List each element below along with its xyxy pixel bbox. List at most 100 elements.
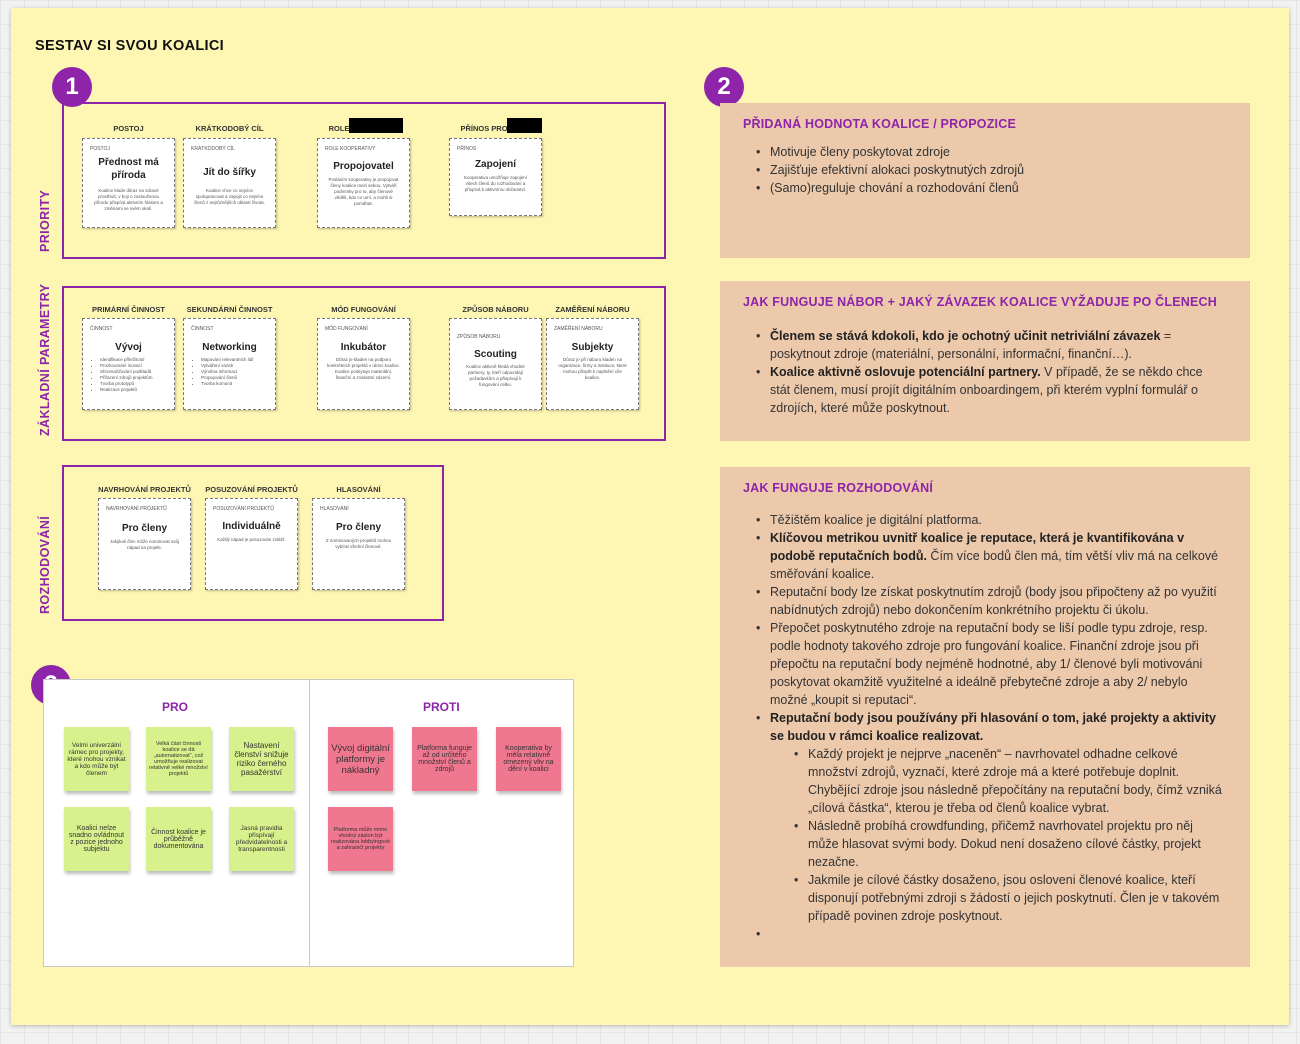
card-head: SEKUNDÁRNÍ ČINNOST xyxy=(186,305,273,314)
card-head: MÓD FUNGOVÁNÍ xyxy=(331,305,396,314)
panel-proposition: PŘIDANÁ HODNOTA KOALICE / PROPOZICE Moti… xyxy=(720,103,1250,258)
redaction-bar xyxy=(349,118,403,133)
decision-label: ROZHODOVÁNÍ xyxy=(38,515,52,614)
card-hlasovani[interactable]: HLASOVÁNÍ Pro členy Z nominovaných proje… xyxy=(312,498,405,590)
panel-heading: PŘIDANÁ HODNOTA KOALICE / PROPOZICE xyxy=(743,117,1016,131)
card-title: Networking xyxy=(202,342,257,353)
card-list-item: Prozkoumání inovací xyxy=(100,363,165,369)
panel-list-item: Reputační body jsou používány při hlasov… xyxy=(756,709,1224,745)
card-title: Jít do šířky xyxy=(203,167,256,178)
card-posuzovani[interactable]: POSUZOVÁNÍ PROJEKTŮ Individuálně Každý n… xyxy=(205,498,298,590)
card-list-item: Identifikace příležitostí xyxy=(100,357,165,363)
pro-sticky[interactable]: Velmi univerzální rámec pro projekty, kt… xyxy=(64,727,129,791)
panel-list: Motivuje členy poskytovat zdrojeZajišťuj… xyxy=(756,143,1224,197)
card-list-item: Propojování členů xyxy=(201,375,266,381)
pro-sticky[interactable]: Velká část činnosti koalice se dá „autom… xyxy=(146,727,211,791)
card-label: PŘÍNOS xyxy=(457,146,477,152)
card-desc: Každý nápad je posuzován zvlášť. xyxy=(217,537,286,542)
card-title: Vývoj xyxy=(115,342,142,353)
panel-list-item: Členem se stává kdokoli, kdo je ochotný … xyxy=(756,327,1224,363)
pros-cons-board: PRO PROTI Velmi univerzální rámec pro pr… xyxy=(43,679,574,967)
card-head: ZAMĚŘENÍ NÁBORU xyxy=(555,305,630,314)
card-zamereni-naboru[interactable]: ZAMĚŘENÍ NÁBORU Subjekty Důraz je při ná… xyxy=(546,318,639,410)
card-desc: Koalice klade důraz na zdravé prostředí,… xyxy=(94,188,163,211)
pro-sticky[interactable]: Jasná pravidla přispívají předvídatelnos… xyxy=(229,807,294,871)
card-label: NAVRHOVÁNÍ PROJEKTŮ xyxy=(106,506,167,512)
card-list-item: Výměna informací xyxy=(201,369,266,375)
panel-heading: JAK FUNGUJE NÁBOR + JAKÝ ZÁVAZEK KOALICE… xyxy=(743,295,1217,309)
card-title: Subjekty xyxy=(571,342,614,353)
card-label: ZAMĚŘENÍ NÁBORU xyxy=(554,326,603,332)
card-desc: Posláním kooperativy je propojovat členy… xyxy=(328,177,399,206)
card-head: ROLE xyxy=(328,124,350,133)
panel-list-item: Každý projekt je nejprve „naceněn“ – nav… xyxy=(794,745,1224,817)
con-sticky[interactable]: Kooperativa by měla relativně omezený vl… xyxy=(496,727,561,791)
card-label: POSTOJ xyxy=(90,146,110,152)
card-kratkodoby-cil[interactable]: KRÁTKODOBÝ CÍL Jít do šířky Koalice chce… xyxy=(183,138,276,228)
card-desc: Koalice chce co nejvíce spolupracovat a … xyxy=(194,188,265,205)
redaction-bar xyxy=(507,118,542,133)
card-navrhovani[interactable]: NAVRHOVÁNÍ PROJEKTŮ Pro členy Jakýkoli č… xyxy=(98,498,191,590)
card-list-item: Přiřazení zdrojů projektům xyxy=(100,375,165,381)
decision-frame xyxy=(62,465,444,621)
card-head: POSTOJ xyxy=(113,124,144,133)
card-label: ROLE KOOPERATIVY xyxy=(325,146,376,152)
card-zpusob-naboru[interactable]: ZPŮSOB NÁBORU Scouting Koalice aktivně h… xyxy=(449,318,542,410)
params-label: ZÁKLADNÍ PARAMETRY xyxy=(38,283,52,436)
panel-heading: JAK FUNGUJE ROZHODOVÁNÍ xyxy=(743,481,934,495)
panel-recruitment: JAK FUNGUJE NÁBOR + JAKÝ ZÁVAZEK KOALICE… xyxy=(720,281,1250,441)
pro-sticky[interactable]: Nastavení členství snižuje riziko černéh… xyxy=(229,727,294,791)
card-desc: Koalice aktivně hledá vhodné partnery, t… xyxy=(466,364,525,387)
params-frame xyxy=(62,286,666,441)
pro-sticky[interactable]: Činnost koalice je průběžně dokumentován… xyxy=(146,807,211,871)
pros-cons-divider xyxy=(309,680,310,966)
card-desc: Kooperativa umožňuje zapojení všech člen… xyxy=(463,175,528,192)
card-head: NAVRHOVÁNÍ PROJEKTŮ xyxy=(98,485,191,494)
panel-list-item: Reputační body lze získat poskytnutím zd… xyxy=(756,583,1224,619)
card-desc: Důraz je při náboru kladen na organizace… xyxy=(558,357,627,380)
con-sticky[interactable]: Vývoj digitální platformy je nákladný xyxy=(328,727,393,791)
card-list-item: Realizace projektů xyxy=(100,387,165,393)
panel-list-item: Koalice aktivně oslovuje potenciální par… xyxy=(756,363,1224,417)
con-sticky[interactable]: Platforma může mimo vhodný záslon být re… xyxy=(328,807,393,871)
card-desc: Důraz je kladen na podporu konkrétních p… xyxy=(327,357,400,380)
card-head: PRIMÁRNÍ ČINNOST xyxy=(92,305,165,314)
pro-heading: PRO xyxy=(162,700,189,714)
card-postoj[interactable]: POSTOJ Přednost má příroda Koalice klade… xyxy=(82,138,175,228)
card-head: ZPŮSOB NÁBORU xyxy=(462,305,529,314)
panel-list-item: (Samo)reguluje chování a rozhodování čle… xyxy=(756,179,1224,197)
card-title: Propojovatel xyxy=(333,161,394,172)
card-head: PŘÍNOS PRO xyxy=(460,124,508,133)
panel-decision-making: JAK FUNGUJE ROZHODOVÁNÍ Těžištěm koalice… xyxy=(720,467,1250,967)
card-list: Identifikace příležitostí Prozkoumání in… xyxy=(92,357,165,393)
card-prinos[interactable]: PŘÍNOS Zapojení Kooperativa umožňuje zap… xyxy=(449,138,542,216)
card-title: Inkubátor xyxy=(340,342,387,353)
card-list-item: Tvorba komunit xyxy=(201,381,266,387)
card-label: ZPŮSOB NÁBORU xyxy=(457,334,501,340)
con-heading: PROTI xyxy=(423,700,460,714)
card-label: ČINNOST xyxy=(90,326,113,332)
card-role[interactable]: ROLE KOOPERATIVY Propojovatel Posláním k… xyxy=(317,138,410,228)
card-title: Pro členy xyxy=(121,523,168,534)
card-title: Pro členy xyxy=(335,522,382,533)
panel-list: Těžištěm koalice je digitální platforma.… xyxy=(756,511,1224,943)
card-label: MÓD FUNGOVÁNÍ xyxy=(325,326,368,332)
panel-list-item: Těžištěm koalice je digitální platforma. xyxy=(756,511,1224,529)
card-title: Individuálně xyxy=(222,521,281,532)
card-desc: Z nominovaných projektů mohou vybírat vš… xyxy=(325,538,392,549)
card-list-item: Mapování relevantních lidí xyxy=(201,357,266,363)
step-marker-2: 2 xyxy=(704,67,744,107)
card-primarni-cinnost[interactable]: ČINNOST Vývoj Identifikace příležitostí … xyxy=(82,318,175,410)
card-mod-fungovani[interactable]: MÓD FUNGOVÁNÍ Inkubátor Důraz je kladen … xyxy=(317,318,410,410)
panel-list: Členem se stává kdokoli, kdo je ochotný … xyxy=(756,327,1224,417)
card-desc: Jakýkoli člen může nominovat svůj nápad … xyxy=(109,539,180,550)
pro-sticky[interactable]: Koalici nelze snadno ovládnout z pozice … xyxy=(64,807,129,871)
card-title: Přednost má příroda xyxy=(98,157,159,181)
con-sticky[interactable]: Platforma funguje až od určitého množstv… xyxy=(412,727,477,791)
card-sekundarni-cinnost[interactable]: ČINNOST Networking Mapování relevantních… xyxy=(183,318,276,410)
panel-list-item: Následně probíhá crowdfunding, přičemž n… xyxy=(794,817,1224,871)
panel-list-item: Přepočet poskytnutého zdroje na reputačn… xyxy=(756,619,1224,709)
priority-frame xyxy=(62,102,666,259)
card-head: HLASOVÁNÍ xyxy=(336,485,381,494)
card-title: Zapojení xyxy=(474,159,517,170)
